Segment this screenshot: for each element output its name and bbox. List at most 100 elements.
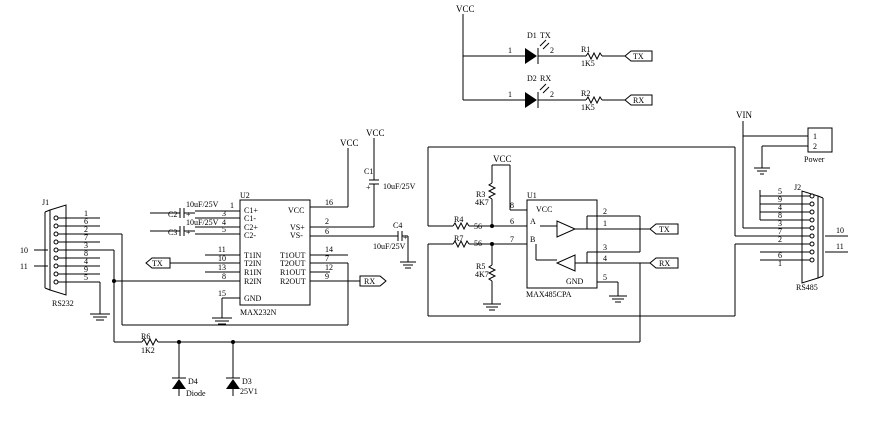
d1-ref: D1 (527, 31, 537, 40)
r5-ref: R5 (476, 262, 485, 271)
u2-name-t1out: T1OUT (280, 251, 305, 260)
u1-pin-8: 8 (510, 201, 514, 210)
rx-flag-top (624, 94, 653, 106)
u2-pin-2: 2 (325, 217, 329, 226)
c2-value: 10uF/25V (186, 200, 219, 209)
power-connector: VIN 1 2 Power (736, 110, 833, 228)
r2-ref: R2 (581, 89, 590, 98)
j2-pin-6: 6 (778, 251, 782, 260)
max485-region: VCC R3 4K7 8 R5 4K7 R4 56 R7 56 6 7 U1 (427, 146, 784, 342)
c4-value: 10uF/25V (373, 242, 406, 251)
u2-part: MAX232N (240, 308, 277, 317)
r4-ref: R4 (454, 215, 463, 224)
j1-ext-11: 11 (20, 262, 28, 271)
d2-pin2: 2 (550, 90, 554, 99)
vcc-label-u1: VCC (493, 154, 512, 164)
u1-ref: U1 (527, 191, 537, 200)
tx-flag-u2-label: TX (152, 259, 163, 268)
u1-pin-5: 5 (603, 273, 607, 282)
c3-value: 10uF/25V (186, 218, 219, 227)
r1-ref: R1 (581, 45, 590, 54)
u1-pin-6: 6 (510, 217, 514, 226)
u2-name-r2out: R2OUT (280, 277, 306, 286)
u2-name-c2m: C2- (244, 231, 256, 240)
r6-resistor (141, 337, 159, 347)
u2-pin-8: 8 (222, 272, 226, 281)
u1-pin-1: 1 (603, 219, 607, 228)
u1-b: B (530, 235, 535, 244)
u2-pin-14: 14 (325, 245, 333, 254)
j2-ext-10: 10 (836, 226, 844, 235)
r3-value: 4K7 (475, 198, 489, 207)
j2-pin-4: 4 (778, 203, 782, 212)
r3-ref: R3 (476, 190, 485, 199)
u2-name-r2in: R2IN (244, 277, 262, 286)
led-d2: 1 D2 RX 2 R2 1K5 RX (508, 74, 653, 112)
tx-flag-top-label: TX (633, 52, 644, 61)
vcc-label-top: VCC (456, 4, 475, 14)
u1-part: MAX485CPA (526, 290, 572, 299)
u2-body (239, 199, 311, 306)
d1-pin1: 1 (508, 46, 512, 55)
u2-name-t1in: T1IN (244, 251, 262, 260)
j1-label: RS232 (52, 299, 74, 308)
c3-ref: C3 (168, 228, 177, 237)
u2-pin-13: 13 (218, 263, 226, 272)
j2-shell (801, 190, 819, 284)
capacitor-c4: C4 + 10uF/25V (373, 221, 416, 269)
led-d1: 1 D1 TX 2 R1 1K5 TX (508, 31, 653, 68)
j1-u2-wiring (100, 233, 349, 342)
j1-pin-7: 7 (84, 233, 88, 242)
u2-name-c1p: C1+ (244, 206, 258, 215)
j1-pin-8: 8 (84, 249, 88, 258)
u2-name-c2p: C2+ (244, 223, 258, 232)
connector-j1: J1 RS232 1 6 2 7 3 8 4 9 5 10 (20, 198, 110, 321)
u2-name-r1out: R1OUT (280, 268, 306, 277)
c1-ref: C1 (364, 167, 373, 176)
diode-d4: D4 Diode (172, 342, 206, 398)
j2-ref: J2 (794, 183, 801, 192)
c2-ref: C2 (168, 210, 177, 219)
u2-name-vsp: VS+ (290, 223, 305, 232)
diode-d3: D3 25V1 (226, 342, 258, 396)
rx-flag-u2-label: RX (364, 277, 375, 286)
capacitor-c3: C3 10uF/25V + (150, 218, 219, 237)
tx-flag-u1-label: TX (659, 225, 670, 234)
r2-resistor (585, 95, 603, 105)
u2-pin-9: 9 (325, 272, 329, 281)
u2-pin-6: 6 (325, 227, 329, 236)
power-label: Power (804, 155, 825, 164)
u2-name-r1in: R1IN (244, 268, 262, 277)
j1-pin-9: 9 (84, 265, 88, 274)
tx-flag-top (624, 50, 653, 62)
d2-name: RX (540, 74, 551, 83)
rx-flag-u1 (649, 257, 679, 269)
r7-ref: R7 (454, 234, 463, 243)
j2-pin-8: 8 (778, 211, 782, 220)
r6-value: 1K2 (141, 346, 155, 355)
j1-shell (49, 204, 67, 296)
d3-ref: D3 (242, 377, 252, 386)
u2-pin-12: 12 (325, 263, 333, 272)
u2-pin-5: 5 (222, 225, 226, 234)
j1-ext-10: 10 (20, 246, 28, 255)
tx-flag-u2 (145, 257, 171, 269)
u1-pin-4: 4 (603, 254, 607, 263)
j2-pin-7: 7 (778, 227, 782, 236)
power-pin-1: 1 (813, 132, 817, 141)
r6-diode-network: R6 1K2 D4 Diode D3 25V1 (114, 332, 640, 398)
u2-name-vcc: VCC (288, 206, 304, 215)
vin-label: VIN (736, 110, 752, 120)
j2-ext-11: 11 (836, 242, 844, 251)
j1-pin-2: 2 (84, 225, 88, 234)
d4-ref: D4 (188, 377, 198, 386)
j2-pin-1: 1 (778, 259, 782, 268)
j2-pin-5: 5 (778, 187, 782, 196)
r3-resistor (487, 182, 497, 200)
u2-pin-4: 4 (222, 218, 226, 227)
power-box (807, 127, 833, 153)
j1-pin-6: 6 (84, 217, 88, 226)
vcc-label-c1: VCC (366, 128, 385, 138)
u1-pin-7: 7 (510, 235, 514, 244)
